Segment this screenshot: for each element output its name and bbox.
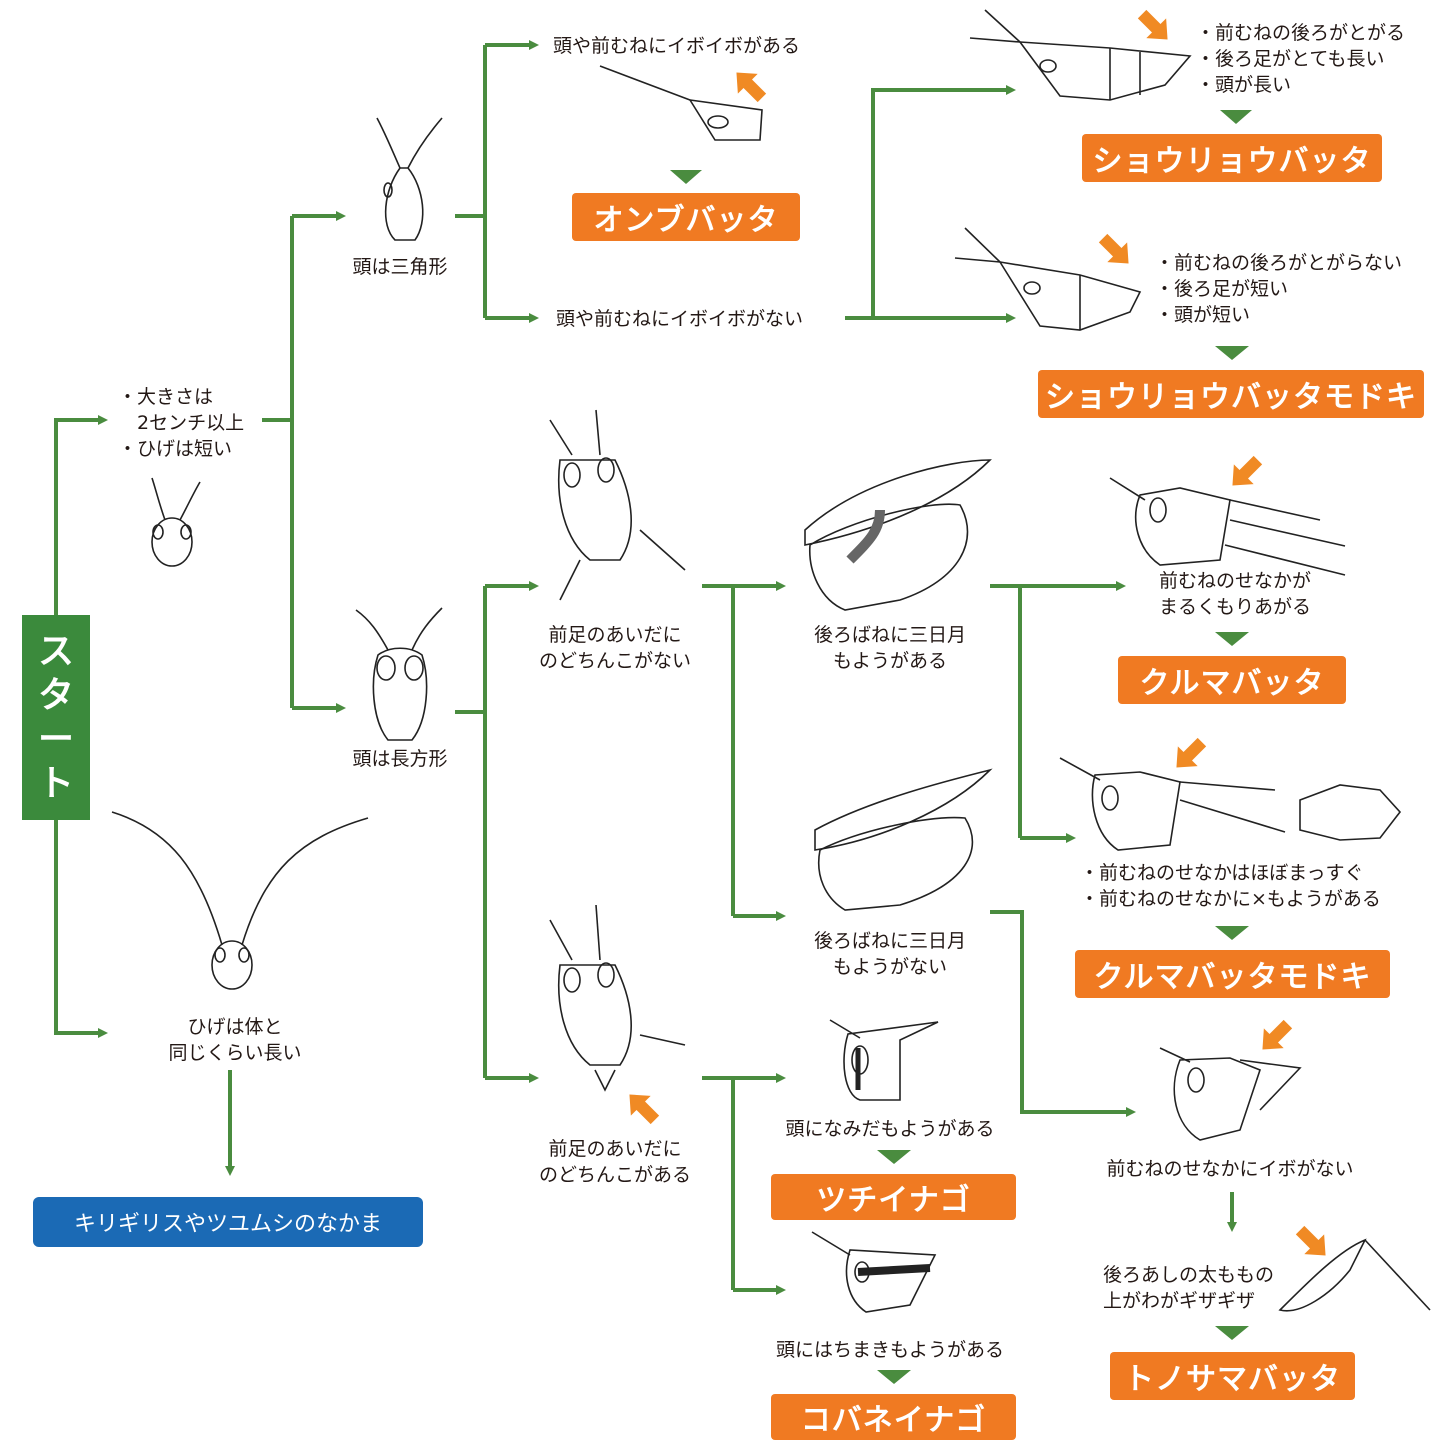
node-tonosama-traits: 後ろあしの太ももの 上がわがギザギザ	[1103, 1264, 1275, 1312]
result-kuruma: クルマバッタ	[1118, 656, 1346, 704]
pointer-arrow-icon	[1232, 455, 1263, 486]
down-arrow-icon	[1215, 926, 1249, 940]
node-bumps-yes: 頭や前むねにイボイボがある	[553, 35, 801, 57]
onbu-head-illustration	[599, 65, 763, 141]
node-kobane-traits: 頭にはちまきもようがある	[775, 1339, 1004, 1361]
triangle-head-illustration	[376, 117, 443, 241]
node-big: ・大きさは 2センチ以上 ・ひげは短い	[118, 386, 245, 460]
plain-wing-illustration	[814, 768, 993, 911]
tonosama-leg-illustration	[1278, 1238, 1431, 1312]
node-kuruma-modoki-traits: ・前むねのせなかはほぼまっすぐ ・前むねのせなかに×もようがある	[1080, 862, 1381, 910]
result-kobane: コバネイナゴ	[771, 1394, 1016, 1440]
node-triangle: 頭は三角形	[352, 256, 448, 278]
start-box: ス タ ー ト	[22, 615, 90, 820]
start-char: タ	[37, 674, 74, 716]
face-no-throat-illustration	[549, 409, 686, 601]
node-crescent-no: 後ろばねに三日月 もようがない	[813, 930, 966, 978]
result-shoryo: ショウリョウバッタ	[1082, 134, 1382, 182]
pointer-arrow-icon	[1137, 9, 1168, 40]
long-antenna-head-illustration	[111, 811, 369, 990]
node-modoki-traits: ・前むねの後ろがとがらない ・後ろ足が短い ・頭が短い	[1155, 252, 1403, 326]
result-kuruma-modoki: クルマバッタモドキ	[1075, 950, 1390, 998]
face-throat-illustration	[549, 904, 686, 1092]
tsuchi-head-illustration	[829, 1019, 939, 1101]
pointer-arrow-icon	[736, 72, 767, 103]
down-arrow-icon	[877, 1370, 911, 1384]
node-tonosama-pre: 前むねのせなかにイボがない	[1106, 1158, 1354, 1180]
down-arrow-icon	[1215, 1326, 1249, 1340]
down-arrow-icon	[877, 1150, 911, 1164]
result-kirigirisu: キリギリスやツユムシのなかま	[33, 1197, 423, 1247]
pointer-arrow-icon	[629, 1094, 660, 1125]
start-char: ト	[37, 762, 74, 804]
pointer-arrow-icon	[1295, 1225, 1326, 1256]
down-triangles	[670, 110, 1252, 1384]
rectangle-head-illustration	[355, 607, 443, 741]
node-bumps-no: 頭や前むねにイボイボがない	[556, 308, 804, 330]
illustrations	[111, 9, 1431, 1313]
tonosama-head-illustration	[1159, 1047, 1302, 1141]
result-tonosama: トノサマバッタ	[1110, 1352, 1355, 1400]
result-tsuchi: ツチイナゴ	[771, 1174, 1016, 1220]
node-shoryo-traits: ・前むねの後ろがとがる ・後ろ足がとても長い ・頭が長い	[1196, 22, 1406, 96]
kobane-head-illustration	[811, 1231, 937, 1313]
node-no-throat: 前足のあいだに のどちんこがない	[538, 624, 691, 672]
start-char: ス	[37, 630, 74, 672]
result-onbu: オンブバッタ	[572, 193, 800, 241]
shoryo-modoki-head-illustration	[954, 227, 1142, 331]
node-throat: 前足のあいだに のどちんこがある	[538, 1138, 691, 1186]
connector-lines	[54, 40, 1237, 1295]
pointer-arrow-icon	[1176, 737, 1207, 768]
kuruma-modoki-body-illustration	[1059, 757, 1402, 851]
start-char: ー	[37, 718, 74, 760]
node-tsuchi-traits: 頭になみだもようがある	[785, 1118, 995, 1140]
shoryo-head-illustration	[969, 9, 1192, 101]
pointer-arrow-icon	[1098, 233, 1129, 264]
node-kuruma-traits: 前むねのせなかが まるくもりあがる	[1158, 570, 1311, 618]
pointer-arrows	[629, 9, 1326, 1256]
kuruma-body-illustration	[1109, 477, 1346, 576]
node-rectangle: 頭は長方形	[352, 748, 448, 770]
node-long-antenna: ひげは体と 同じくらい長い	[168, 1016, 302, 1064]
short-antenna-head-illustration	[151, 477, 201, 567]
down-arrow-icon	[1215, 346, 1249, 360]
crescent-wing-illustration	[804, 459, 992, 611]
down-arrow-icon	[1220, 110, 1252, 124]
pointer-arrow-icon	[1262, 1019, 1293, 1050]
down-arrow-icon	[670, 170, 702, 184]
node-crescent-yes: 後ろばねに三日月 もようがある	[813, 624, 966, 672]
down-arrow-icon	[1215, 632, 1249, 646]
result-shoryo-modoki: ショウリョウバッタモドキ	[1038, 370, 1424, 418]
